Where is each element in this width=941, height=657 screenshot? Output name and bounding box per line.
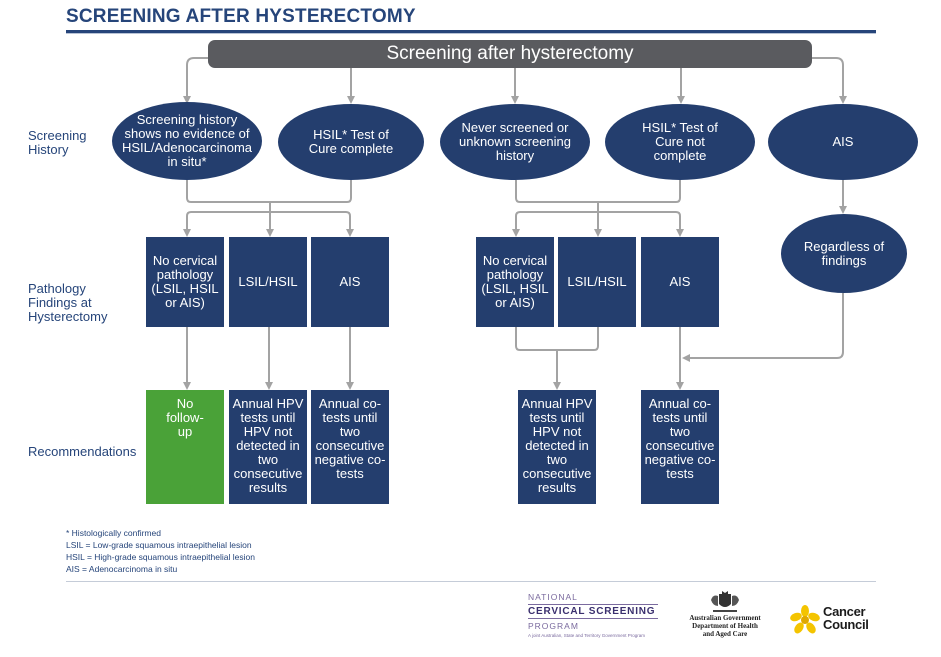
box-right-annual-hpv: Annual HPV tests until HPV not detected …	[518, 390, 596, 504]
footnote-hsil: HSIL = High-grade squamous intraepitheli…	[66, 552, 255, 562]
page-title: SCREENING AFTER HYSTERECTOMY	[66, 6, 416, 27]
gov-logo-line3: and Aged Care	[702, 630, 748, 638]
box-left-lsil-hsil: LSIL/HSIL	[229, 237, 307, 327]
footer-rule	[66, 581, 876, 582]
oval-hsil-complete: HSIL* Test of Cure complete	[278, 104, 424, 180]
ncsp-logo-line2: CERVICAL SCREENING	[528, 604, 658, 619]
box-right-no-pathology: No cervical pathology (LSIL, HSIL or AIS…	[476, 237, 554, 327]
oval-never-screened: Never screened or unknown screening hist…	[440, 104, 590, 180]
oval-ais: AIS	[768, 104, 918, 180]
row-label-pathology: Pathology Findings at Hysterectomy	[28, 281, 108, 324]
coat-of-arms-icon	[711, 591, 739, 612]
cc-logo-line2: Council	[823, 617, 869, 632]
ncsp-logo: NATIONAL CERVICAL SCREENING PROGRAM A jo…	[528, 592, 658, 646]
footnote-ais: AIS = Adenocarcinoma in situ	[66, 564, 178, 574]
connector-right-merge	[515, 180, 681, 203]
row-label-history: Screening History	[28, 128, 87, 157]
top-bar: Screening after hysterectomy	[208, 40, 812, 68]
footnote-histologically: * Histologically confirmed	[66, 528, 161, 538]
australian-government-logo: Australian Government Department of Heal…	[686, 590, 764, 648]
gov-logo-line1: Australian Government	[689, 614, 761, 622]
box-left-no-pathology: No cervical pathology (LSIL, HSIL or AIS…	[146, 237, 224, 327]
connector-left-merge	[186, 180, 352, 203]
box-left-ais: AIS	[311, 237, 389, 327]
connector-bar-to-no-evidence	[183, 57, 210, 104]
box-right-ais: AIS	[641, 237, 719, 327]
oval-no-evidence: Screening history shows no evidence of H…	[112, 102, 262, 180]
connector-bar-to-ais	[810, 57, 847, 104]
box-right-annual-cotests: Annual co-tests until two consecutive ne…	[641, 390, 719, 504]
box-left-annual-cotests: Annual co-tests until two consecutive ne…	[311, 390, 389, 504]
box-no-followup: No follow-up	[146, 390, 224, 504]
cancer-council-logo: Cancer Council	[790, 603, 880, 639]
box-right-lsil-hsil: LSIL/HSIL	[558, 237, 636, 327]
title-rule-thin	[66, 33, 876, 34]
row-label-recommendations: Recommendations	[28, 444, 137, 459]
title-rule	[66, 30, 876, 33]
gov-logo-line2: Department of Health	[692, 622, 758, 630]
connector-left-spread	[186, 211, 351, 233]
ncsp-logo-line3: PROGRAM	[528, 621, 579, 631]
oval-hsil-not-complete: HSIL* Test of Cure not complete	[605, 104, 755, 180]
daffodil-icon	[790, 605, 820, 634]
ncsp-logo-line1: NATIONAL	[528, 592, 578, 602]
oval-regardless: Regardless of findings	[781, 214, 907, 293]
connector-right-merge-bottom	[515, 327, 599, 351]
ncsp-logo-line4: A joint Australian, State and Territory …	[528, 633, 645, 638]
cc-logo-line1: Cancer	[823, 604, 866, 619]
connector-regardless-to-cotest	[682, 293, 844, 362]
footnote-lsil: LSIL = Low-grade squamous intraepithelia…	[66, 540, 252, 550]
box-left-annual-hpv: Annual HPV tests until HPV not detected …	[229, 390, 307, 504]
